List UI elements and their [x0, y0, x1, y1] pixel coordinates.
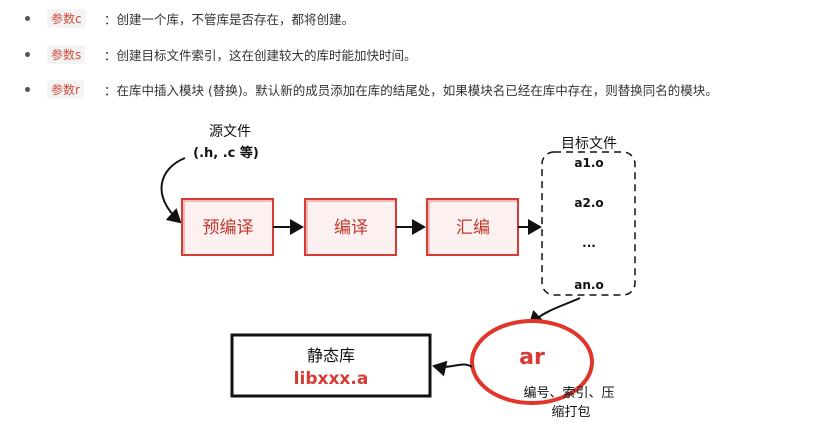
option-description: ：创建一个库，不管库是否存在，都将创建。 — [104, 11, 355, 27]
ar-description: 编号、索引、压 — [523, 386, 614, 401]
source-file-label: 源文件 — [209, 124, 251, 140]
output-arrow — [432, 360, 473, 377]
static-library-box — [230, 333, 432, 398]
ar-label: ar — [519, 345, 545, 370]
object-file: a2.o — [574, 196, 603, 210]
option-tag: 参数c — [47, 8, 86, 28]
option-description: ：在库中插入模块 (替换)。默认新的成员添加在库的结尾处，如果模块名已经在库中存… — [104, 82, 718, 98]
bullet-dot-icon — [25, 86, 30, 92]
source-file-ext: (.h, .c 等) — [193, 145, 259, 161]
ar-description: 缩打包 — [551, 404, 590, 420]
object-file: a1.o — [574, 156, 603, 170]
object-file: an.o — [574, 278, 603, 292]
option-description: ：创建目标文件索引，这在创建较大的库时能加快时间。 — [104, 47, 417, 63]
step-label: 编译 — [334, 218, 368, 238]
source-arrow — [160, 157, 186, 224]
target-file-group — [541, 151, 636, 296]
step-preprocess: 预编译 — [181, 198, 274, 256]
bullet-dot-icon — [25, 15, 30, 21]
bullet-dot-icon — [25, 51, 30, 57]
object-file: ... — [582, 236, 596, 250]
option-tag: 参数r — [47, 79, 84, 99]
ar-tool — [470, 319, 594, 405]
option-tag: 参数s — [47, 44, 86, 64]
step-label: 汇编 — [456, 218, 490, 238]
step-label: 预编译 — [203, 218, 254, 238]
target-file-label: 目标文件 — [561, 136, 617, 152]
static-library-title: 静态库 — [307, 346, 355, 365]
step-assemble: 汇编 — [426, 198, 519, 256]
static-library-name: libxxx.a — [294, 369, 369, 389]
step-compile: 编译 — [304, 198, 397, 256]
